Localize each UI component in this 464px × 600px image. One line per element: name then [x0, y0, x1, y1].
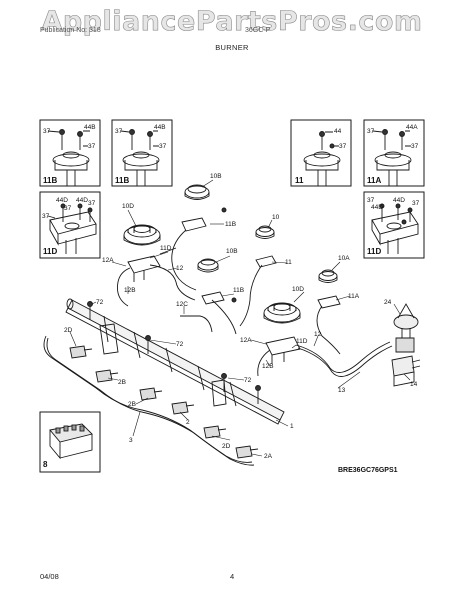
igniter-wire-harness: [43, 335, 255, 466]
callout-12a: 12A: [240, 337, 252, 344]
manifold-assembly: [65, 298, 285, 425]
burner-10b-small: [197, 258, 219, 273]
callout-3: 3: [129, 437, 133, 444]
callout-14: 14: [410, 381, 418, 388]
callouts: 10B 10D 11B 10 11D 10B 11 12A 12 10A 11B…: [64, 173, 418, 460]
burner-10: [255, 225, 275, 239]
callout-2: 2: [186, 419, 190, 426]
callout-44d: 44D: [371, 204, 383, 211]
callout-44: 44: [334, 128, 342, 135]
callout-37: 37: [411, 143, 419, 150]
inset-11b-right: 37 44B 37 11B: [111, 119, 173, 187]
callout-11d: 11D: [296, 338, 308, 345]
burner-10a: [318, 269, 338, 283]
burner-10d: [123, 224, 161, 246]
callout-37: 37: [159, 143, 167, 150]
callout-11: 11: [285, 259, 292, 266]
callout-10b: 10B: [226, 248, 238, 255]
footer-date: 04/08: [40, 572, 59, 581]
callout-12b: 12B: [262, 363, 274, 370]
callout-2d: 2D: [222, 443, 231, 450]
callout-44b: 44B: [84, 124, 96, 131]
burner-10d-center: [263, 302, 301, 324]
callout-37: 37: [64, 205, 72, 212]
callout-10: 10: [272, 214, 280, 221]
inset-11: 44 37 11: [290, 119, 352, 187]
callout-44d: 44D: [76, 197, 88, 204]
page-title: BURNER: [215, 43, 249, 52]
callout-2b: 2B: [118, 379, 126, 386]
callout-12c: 12C: [176, 301, 188, 308]
callout-37: 37: [42, 213, 50, 220]
header-model: 36GC-P: [245, 27, 271, 34]
inset-label: 11B: [43, 176, 57, 185]
callout-72: 72: [96, 299, 104, 306]
inset-11a: 37 44A 37 11A: [363, 119, 425, 187]
screws: [87, 207, 261, 404]
callout-2d: 2D: [64, 327, 73, 334]
burner-10b-top: [184, 184, 210, 200]
callout-11d: 11D: [160, 245, 172, 252]
callout-2b: 2B: [128, 401, 136, 408]
callout-1: 1: [290, 423, 294, 430]
callout-10a: 10A: [338, 255, 350, 262]
callout-10d: 10D: [292, 286, 304, 293]
gas-tubes: [117, 229, 393, 377]
callout-72: 72: [244, 377, 252, 384]
callout-13: 13: [338, 387, 346, 394]
callout-72: 72: [176, 341, 184, 348]
callout-44d: 44D: [56, 197, 68, 204]
callout-44a: 44A: [406, 124, 418, 131]
callout-11b: 11B: [233, 287, 244, 294]
pressure-regulator: [393, 303, 419, 353]
inset-label: 11D: [43, 247, 57, 256]
callout-12: 12: [176, 265, 184, 272]
callout-12a: 12A: [102, 257, 114, 264]
callout-37: 37: [412, 200, 420, 207]
callout-12: 12: [314, 331, 322, 338]
inset-label: 11D: [367, 247, 381, 256]
leader-lines: [69, 179, 411, 457]
valves: [69, 345, 259, 459]
inset-label: 11: [295, 176, 304, 185]
gas-inlet-fitting: [391, 355, 421, 387]
callout-24: 24: [384, 299, 392, 306]
callout-11b: 11B: [225, 221, 236, 228]
callout-2a: 2A: [264, 453, 273, 460]
inset-label: 8: [43, 460, 48, 469]
header-publication: Publication No: 318: [40, 27, 101, 34]
inset-8-igniter-module: 8: [39, 411, 101, 473]
callout-10b: 10B: [210, 173, 222, 180]
callout-37: 37: [88, 143, 96, 150]
inset-11d-left: 44D 44D 37 37 37 11D: [39, 191, 101, 259]
callout-37: 37: [88, 200, 96, 207]
inset-11d-right: 37 44D 44D 37 11D: [363, 191, 425, 259]
callout-44d: 44D: [393, 197, 405, 204]
inset-11b-left: 37 44B 37 11B: [39, 119, 101, 187]
burner-bases: [127, 217, 341, 364]
callout-12b: 12B: [124, 287, 136, 294]
callout-37: 37: [115, 128, 123, 135]
inset-label: 11B: [115, 176, 129, 185]
callout-44b: 44B: [154, 124, 166, 131]
inset-label: 11A: [367, 176, 381, 185]
callout-37: 37: [43, 128, 51, 135]
callout-37: 37: [339, 143, 347, 150]
callout-37: 37: [367, 197, 375, 204]
callout-10d: 10D: [122, 203, 134, 210]
footer-page-number: 4: [230, 572, 235, 581]
diagram-code: BRE36GC76GPS1: [338, 467, 398, 474]
callout-37: 37: [367, 128, 375, 135]
watermark: AppliancePartsPros.com: [41, 6, 423, 38]
callout-11a: 11A: [348, 293, 360, 300]
